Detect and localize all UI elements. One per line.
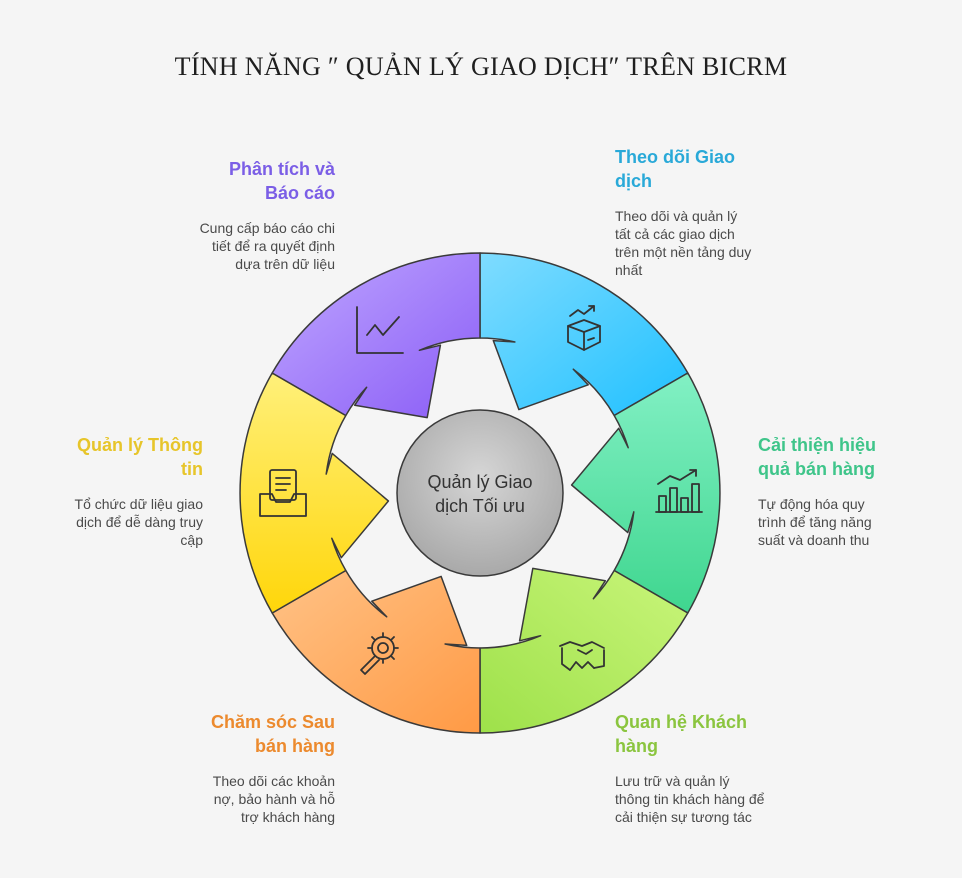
center-label-line1: Quản lý Giao [427,472,532,492]
info-desc: Tổ chức dữ liệu giao dịch để dễ dàng tru… [74,496,203,548]
tracking-title: Theo dõi Giao dịch [615,147,735,191]
page-title: TÍNH NĂNG ″ QUẢN LÝ GIAO DỊCH″ TRÊN BICR… [174,52,788,81]
document-tray-icon [259,469,307,517]
bar-chart-icon [655,469,703,513]
info-title: Quản lý Thông tin [77,435,203,479]
analytics-title: Phân tích và Báo cáo [228,159,335,203]
segment-analytics [271,252,481,419]
customer-desc: Lưu trữ và quản lý thông tin khách hàng … [615,773,765,825]
label-aftersales: Chăm sóc Sau bán hàng Theo dõi các khoản… [175,710,335,826]
segment-info [239,372,390,614]
label-info: Quản lý Thông tin Tổ chức dữ liệu giao d… [55,433,203,549]
center-circle [396,409,564,577]
label-tracking: Theo dõi Giao dịch Theo dõi và quản lý t… [615,145,775,279]
label-customer: Quan hệ Khách hàng Lưu trữ và quản lý th… [615,710,775,826]
sales-title: Cải thiện hiệu quả bán hàng [758,435,877,479]
label-analytics: Phân tích và Báo cáo Cung cấp báo cáo ch… [190,157,335,273]
analytics-desc: Cung cấp báo cáo chi tiết để ra quyết đị… [199,220,335,272]
box-growth-icon [567,305,601,351]
handshake-icon [559,641,605,671]
wrench-gear-icon [360,632,399,675]
aftersales-title: Chăm sóc Sau bán hàng [210,712,335,756]
tracking-desc: Theo dõi và quản lý tất cả các giao dịch… [615,208,752,278]
line-chart-icon [356,306,404,354]
customer-title: Quan hệ Khách hàng [615,712,748,756]
aftersales-desc: Theo dõi các khoản nợ, bảo hành và hỗ tr… [212,773,335,825]
label-sales: Cải thiện hiệu quả bán hàng Tự động hóa … [758,433,898,549]
segment-sales [570,372,721,614]
sales-desc: Tự động hóa quy trình để tăng năng suất … [758,496,872,548]
center-label-line2: dịch Tối ưu [435,496,525,516]
